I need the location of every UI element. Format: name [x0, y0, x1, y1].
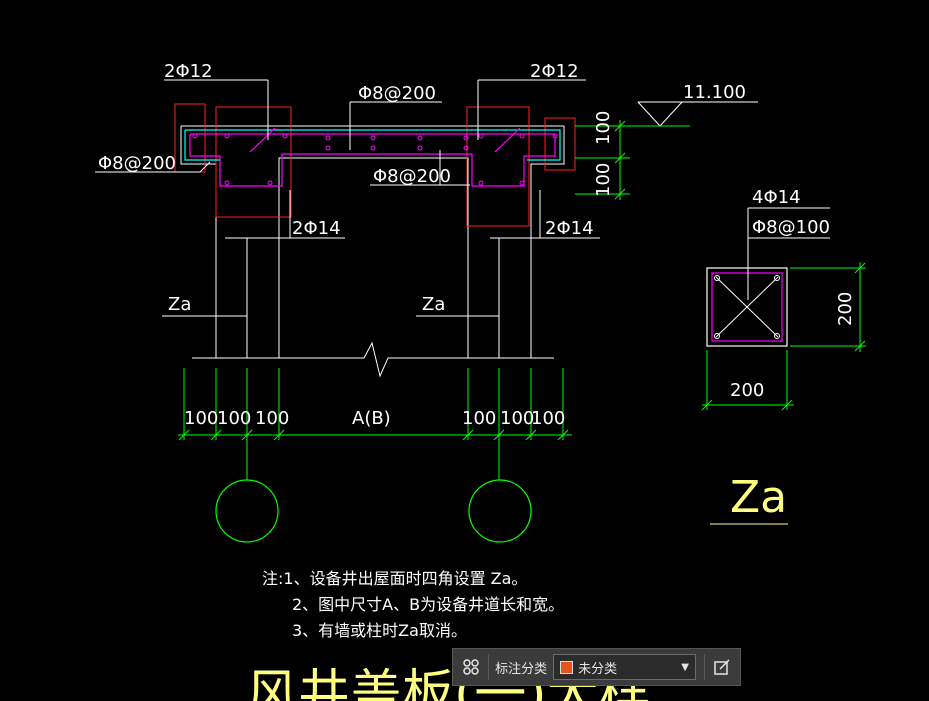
rebar-label-bottom-left: 2Φ14: [292, 218, 341, 239]
dim-right-2: 100: [500, 408, 534, 429]
stirrup-label-left: Φ8@200: [98, 153, 176, 174]
elevation-marker: [637, 101, 758, 127]
grid-icon[interactable]: [453, 649, 488, 685]
dim-left-2: 100: [217, 408, 251, 429]
section-height-label: 200: [835, 292, 856, 326]
rebar-label-bottom-right: 2Φ14: [545, 218, 594, 239]
column-label-left: Za: [168, 294, 191, 315]
edit-icon[interactable]: [705, 649, 740, 685]
dim-right-3: 100: [531, 408, 565, 429]
category-select[interactable]: 未分类 ▼: [553, 654, 696, 680]
section-stirrup-label: Φ8@100: [752, 217, 830, 238]
axis-circle-right: [468, 479, 532, 543]
chevron-down-icon: ▼: [681, 661, 689, 673]
dim-left-1: 100: [184, 408, 218, 429]
note-line-2: 2、图中尺寸A、B为设备井道长和宽。: [292, 595, 564, 614]
section-title: Za: [730, 472, 787, 523]
dim-label-100-lower: 100: [593, 163, 614, 197]
dim-center-label: A(B): [352, 408, 391, 429]
column-left: [215, 190, 280, 358]
vertical-dimension: [575, 120, 690, 200]
axis-circle-left: [215, 479, 279, 543]
category-selected-value: 未分类: [578, 661, 618, 677]
toolbar-divider: [488, 654, 490, 680]
note-line-1: 注:1、设备井出屋面时四角设置 Za。: [262, 569, 527, 588]
section-width-label: 200: [730, 380, 764, 401]
stirrup-label-mid: Φ8@200: [373, 166, 451, 187]
column-right: [467, 190, 532, 358]
red-section-boxes: [174, 103, 576, 227]
note-line-3: 3、有墙或柱时Za取消。: [292, 621, 467, 640]
column-label-right: Za: [422, 294, 445, 315]
section-rebar-label: 4Φ14: [752, 187, 801, 208]
stirrup-label-mid-top: Φ8@200: [358, 83, 436, 104]
dim-left-3: 100: [255, 408, 289, 429]
dim-label-100-upper: 100: [593, 111, 614, 145]
rebar-label-top-right: 2Φ12: [530, 61, 579, 82]
toolbar-divider-2: [703, 654, 705, 680]
leader-lines: [95, 79, 600, 317]
magenta-rebar: [189, 127, 556, 187]
rebar-label-top-left: 2Φ12: [164, 61, 213, 82]
dim-right-1: 100: [462, 408, 496, 429]
annotation-toolbar: 标注分类 未分类 ▼: [452, 648, 741, 686]
category-label: 标注分类: [495, 661, 548, 677]
rebar-dots: [192, 133, 558, 186]
category-color-swatch: [560, 660, 574, 674]
elevation-label: 11.100: [683, 82, 746, 103]
cyan-slab-outline: [184, 129, 561, 161]
horizontal-dimension: [178, 368, 572, 480]
base-break-line: [192, 341, 554, 378]
column-section: [701, 207, 866, 525]
